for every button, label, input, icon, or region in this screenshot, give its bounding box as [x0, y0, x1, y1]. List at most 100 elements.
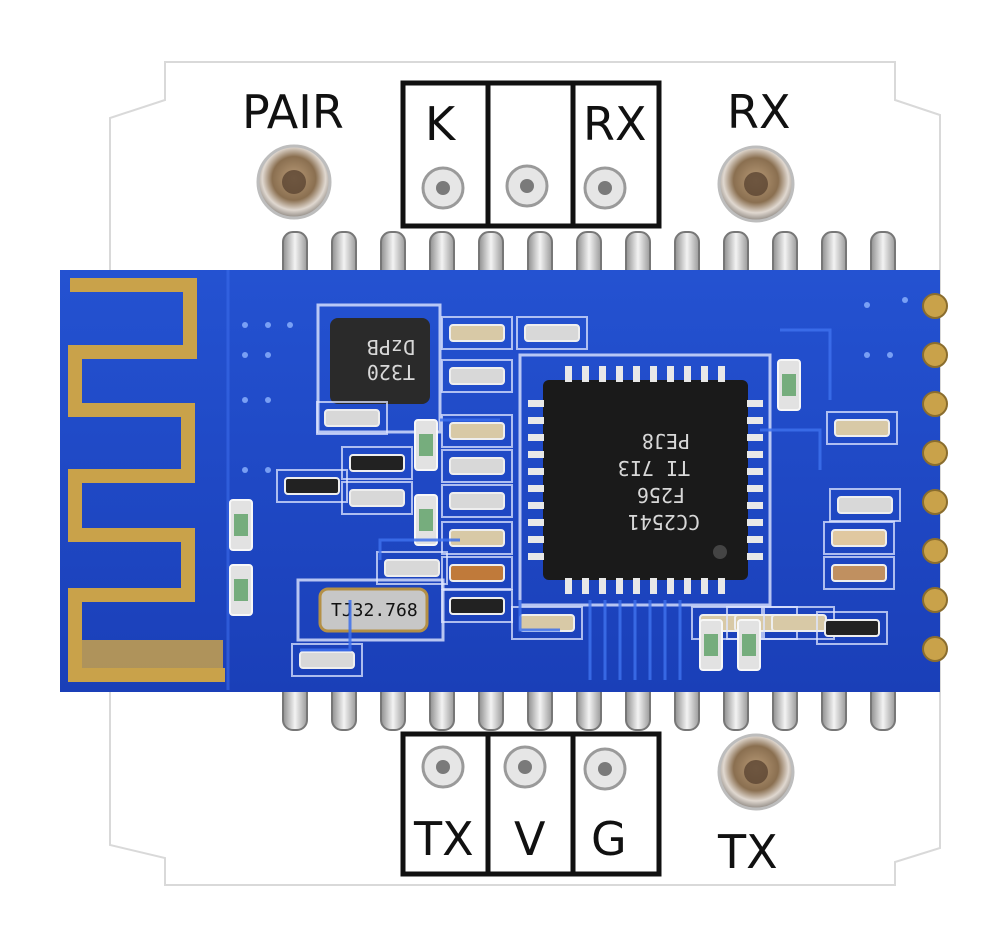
- chip-pin: [747, 434, 763, 441]
- top-box-label-k: K: [425, 97, 457, 151]
- smd-component-vertical: [414, 419, 438, 471]
- bottom-pad-3: [583, 747, 627, 791]
- chip-pin: [747, 519, 763, 526]
- chip-pin: [616, 366, 623, 382]
- smd-component: [829, 488, 901, 522]
- chip-pin: [633, 366, 640, 382]
- chip-pin: [747, 485, 763, 492]
- chip-pin: [616, 578, 623, 594]
- crystal-text: TJ32.768: [331, 600, 418, 621]
- smd-component: [276, 469, 348, 503]
- rx-led-label: RX: [727, 85, 790, 139]
- right-castellation: [922, 538, 948, 564]
- bottom-box-label-tx: TX: [413, 812, 474, 866]
- smd-component: [823, 521, 895, 555]
- chip-pin: [565, 578, 572, 594]
- chip-pin: [528, 400, 544, 407]
- passive-components: [229, 316, 901, 677]
- top-pad-2: [505, 164, 549, 208]
- chip-pin: [747, 536, 763, 543]
- antenna-feed: [68, 640, 223, 674]
- chip-pin: [667, 366, 674, 382]
- right-castellation: [922, 636, 948, 662]
- chip-pin: [528, 485, 544, 492]
- inductor-component: T320 DzPB: [316, 303, 442, 434]
- chip-pin: [528, 468, 544, 475]
- cc2541-chip: CC2541 F256 TI 7I3 PEJ8: [518, 353, 772, 607]
- bottom-box-label-g: G: [591, 812, 627, 866]
- smd-component: [341, 446, 413, 480]
- chip-pin: [599, 578, 606, 594]
- chip-text-4: PEJ8: [642, 429, 690, 453]
- chip-pin: [667, 578, 674, 594]
- smd-component: [441, 521, 513, 555]
- chip-pin: [684, 366, 691, 382]
- smd-component-vertical: [737, 619, 761, 671]
- smd-component: [441, 414, 513, 448]
- chip-pin: [565, 366, 572, 382]
- chip-pin: [747, 400, 763, 407]
- chip-pin: [528, 553, 544, 560]
- right-castellation: [922, 342, 948, 368]
- smd-component-vertical: [699, 619, 723, 671]
- pcb-antenna: [68, 278, 225, 682]
- bottom-pad-2: [503, 745, 547, 789]
- smd-component: [823, 556, 895, 590]
- chip-pin: [582, 578, 589, 594]
- smd-component: [291, 643, 363, 677]
- right-castellation: [922, 293, 948, 319]
- right-castellation: [922, 440, 948, 466]
- chip-pin: [747, 468, 763, 475]
- chip-pin: [528, 417, 544, 424]
- right-castellation: [922, 587, 948, 613]
- smd-component: [511, 606, 583, 640]
- smd-component: [441, 484, 513, 518]
- bottom-pin-header: TX V G: [400, 731, 662, 877]
- chip-pin: [747, 451, 763, 458]
- smd-component-vertical: [777, 359, 801, 411]
- chip-pin: [633, 578, 640, 594]
- chip-pin: [528, 451, 544, 458]
- vias: [242, 297, 908, 473]
- pair-led: [256, 144, 332, 220]
- top-box-label-rx: RX: [583, 97, 646, 151]
- right-castellation: [922, 391, 948, 417]
- pair-label: PAIR: [242, 85, 344, 139]
- inductor-text-1: T320: [367, 360, 415, 384]
- copper-traces: [300, 328, 832, 680]
- chip-pin: [718, 366, 725, 382]
- chip-text-1: CC2541: [628, 510, 700, 534]
- chip-pin: [528, 502, 544, 509]
- smd-component: [516, 316, 588, 350]
- tx-led: [717, 733, 795, 811]
- chip-pin: [650, 366, 657, 382]
- smd-component: [441, 556, 513, 590]
- inductor-text-2: DzPB: [367, 335, 415, 359]
- chip-pin: [650, 578, 657, 594]
- right-castellations: [922, 293, 948, 662]
- chip-pin: [701, 578, 708, 594]
- smd-component: [316, 401, 388, 435]
- chip-pin: [747, 553, 763, 560]
- smd-component: [441, 316, 513, 350]
- top-pad-3: [583, 166, 627, 210]
- smd-component: [376, 551, 448, 585]
- chip-pin: [582, 366, 589, 382]
- smd-component: [441, 449, 513, 483]
- smd-component-vertical: [229, 564, 253, 616]
- bottom-pad-1: [421, 745, 465, 789]
- right-castellation: [922, 489, 948, 515]
- chip-pin: [718, 578, 725, 594]
- smd-component-vertical: [229, 499, 253, 551]
- bottom-box-label-v: V: [514, 812, 546, 866]
- rx-led: [717, 145, 795, 223]
- chip-pin: [528, 434, 544, 441]
- tx-led-label: TX: [717, 825, 778, 879]
- smd-component: [341, 481, 413, 515]
- chip-pin: [599, 366, 606, 382]
- smd-component: [816, 611, 888, 645]
- chip-pin: [528, 536, 544, 543]
- smd-component-vertical: [414, 494, 438, 546]
- smd-component: [441, 359, 513, 393]
